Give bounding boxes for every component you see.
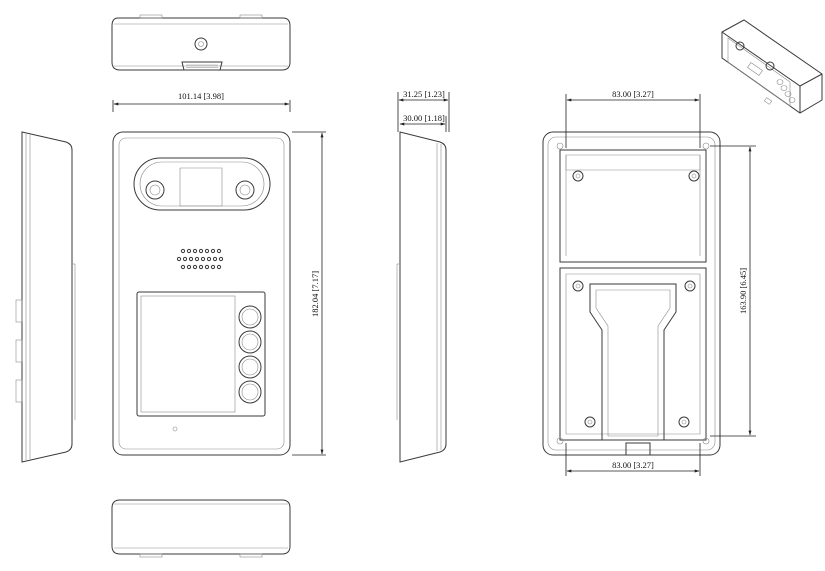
speaker-hole (200, 256, 206, 262)
speaker-hole (218, 256, 224, 262)
dim-rear-top-width-label: 83.00 [3.27] (612, 89, 654, 99)
speaker-hole (210, 248, 216, 254)
speaker-hole (186, 264, 192, 270)
dim-front-width-label: 101.14 [3.98] (178, 91, 224, 101)
speaker-hole (188, 256, 194, 262)
left-side-view (15, 131, 76, 463)
speaker-hole (180, 248, 186, 254)
dim-front-height: 182.04 [7.17] (292, 131, 326, 456)
dim-side-depth-overall-label: 31.25 [1.23] (403, 89, 445, 99)
speaker-hole (180, 264, 186, 270)
dim-rear-height-label: 163.90 [6.45] (738, 268, 748, 314)
speaker-hole (198, 248, 204, 254)
dim-side-depth-overall: 31.25 [1.23] (397, 89, 450, 132)
right-side-view (396, 131, 447, 463)
dim-rear-height: 163.90 [6.45] (710, 145, 756, 437)
speaker-hole (186, 248, 192, 254)
speaker-hole (192, 248, 198, 254)
speaker-grille (176, 248, 224, 270)
speaker-hole (182, 256, 188, 262)
speaker-hole (194, 256, 200, 262)
speaker-hole (216, 264, 222, 270)
dim-front-height-label: 182.04 [7.17] (310, 271, 320, 317)
dim-rear-top-width: 83.00 [3.27] (565, 89, 701, 148)
rear-view (542, 131, 721, 456)
bottom-view (111, 499, 291, 558)
speaker-hole (212, 256, 218, 262)
dim-rear-bottom-width-label: 83.00 [3.27] (612, 460, 654, 470)
dim-side-depth-body: 30.00 [1.18] (399, 113, 447, 132)
speaker-hole (192, 264, 198, 270)
speaker-hole (206, 256, 212, 262)
top-view (111, 14, 291, 71)
speaker-hole (210, 264, 216, 270)
dim-side-depth-body-label: 30.00 [1.18] (403, 113, 445, 123)
call-buttons (238, 305, 262, 404)
dim-rear-bottom-width: 83.00 [3.27] (565, 443, 701, 476)
speaker-hole (198, 264, 204, 270)
isometric-view (721, 19, 823, 114)
dim-front-width: 101.14 [3.98] (112, 91, 291, 112)
speaker-hole (204, 248, 210, 254)
speaker-hole (216, 248, 222, 254)
speaker-hole (204, 264, 210, 270)
speaker-hole (176, 256, 182, 262)
front-view (112, 131, 291, 456)
